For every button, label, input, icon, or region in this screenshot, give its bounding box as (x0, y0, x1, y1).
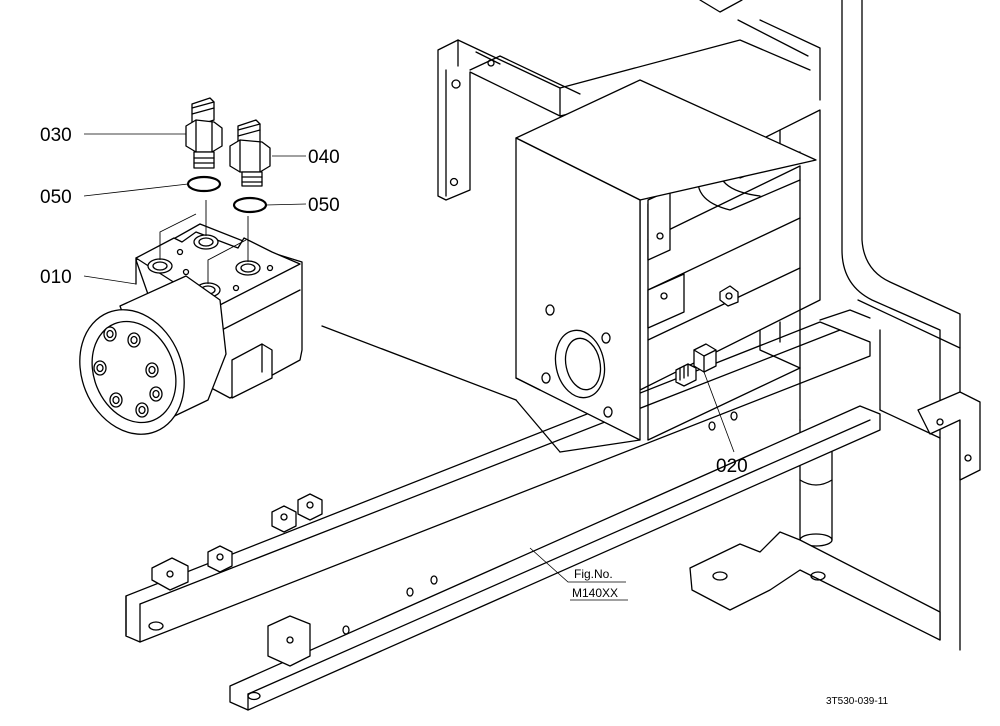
callout-050-left: 050 (40, 187, 72, 208)
o-ring-050-right (232, 196, 268, 214)
drawing-code: 3T530-039-11 (826, 696, 889, 707)
fitting-040 (229, 119, 271, 187)
leader-lines (83, 133, 735, 583)
callout-010: 010 (40, 267, 72, 288)
callout-040: 040 (308, 147, 340, 168)
steering-column-support (321, 79, 821, 453)
fitting-030 (185, 97, 223, 169)
callout-020: 020 (716, 456, 748, 477)
figure-ref-label: Fig.No. (574, 567, 613, 581)
callout-030: 030 (40, 125, 72, 146)
frame-rails (125, 309, 881, 711)
o-ring-050-left (186, 175, 222, 193)
figure-ref-number: M140XX (572, 586, 618, 600)
callout-050-right: 050 (308, 195, 340, 216)
bolt-020 (675, 343, 717, 387)
steering-unit-010 (79, 200, 303, 435)
